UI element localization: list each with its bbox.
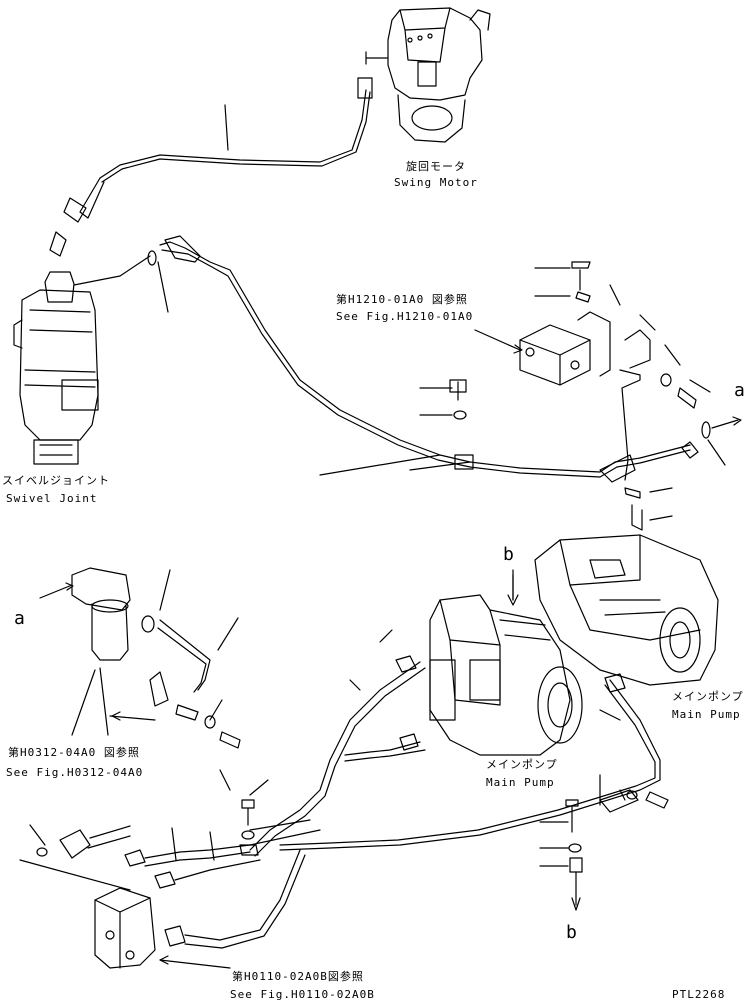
arrow-b-top-label: b: [503, 544, 514, 565]
ref-h0312-label-en: See Fig.H0312-04A0: [6, 766, 144, 779]
filter-assembly: [39, 567, 241, 749]
swivel-joint: [13, 271, 99, 465]
swing-motor-label-en: Swing Motor: [394, 176, 478, 189]
swing-motor-hose: [49, 77, 373, 257]
main-pump-center: [429, 574, 583, 756]
main-pump-center-label-en: Main Pump: [486, 776, 555, 789]
lower-middle-bolts: [219, 769, 269, 856]
ref-h0312-label-jp: 第H0312-04A0 図参照: [8, 746, 140, 759]
ref-h1210-label-en: See Fig.H1210-01A0: [336, 310, 474, 323]
swing-motor-label-jp: 旋回モータ: [406, 160, 466, 173]
valve-block-h0110: [19, 824, 306, 969]
main-pump-right-label-en: Main Pump: [672, 708, 741, 721]
main-pump-right: [534, 534, 719, 686]
swing-motor: [365, 7, 491, 143]
swivel-hose-right: [73, 235, 742, 483]
ref-h0110-label-jp: 第H0110-02A0B図参照: [232, 970, 364, 983]
ref-h0110-label-en: See Fig.H0110-02A0B: [230, 988, 375, 1001]
swivel-joint-label-jp: スイベルジョイント: [2, 474, 110, 487]
arrow-a-right-label: a: [734, 380, 745, 401]
main-pump-center-label-jp: メインポンプ: [486, 758, 558, 771]
main-pump-right-label-jp: メインポンプ: [672, 690, 744, 703]
valve-block-h1210: [474, 261, 711, 481]
ref-h1210-label-jp: 第H1210-01A0 図参照: [336, 293, 468, 306]
arrow-a-left-label: a: [14, 608, 25, 629]
lower-bracket: [539, 774, 669, 911]
swivel-joint-label-en: Swivel Joint: [6, 492, 98, 505]
drawing-code: PTL2268: [672, 988, 726, 1001]
arrow-b-bottom-label: b: [566, 922, 577, 943]
clamp-mid: [419, 379, 673, 531]
